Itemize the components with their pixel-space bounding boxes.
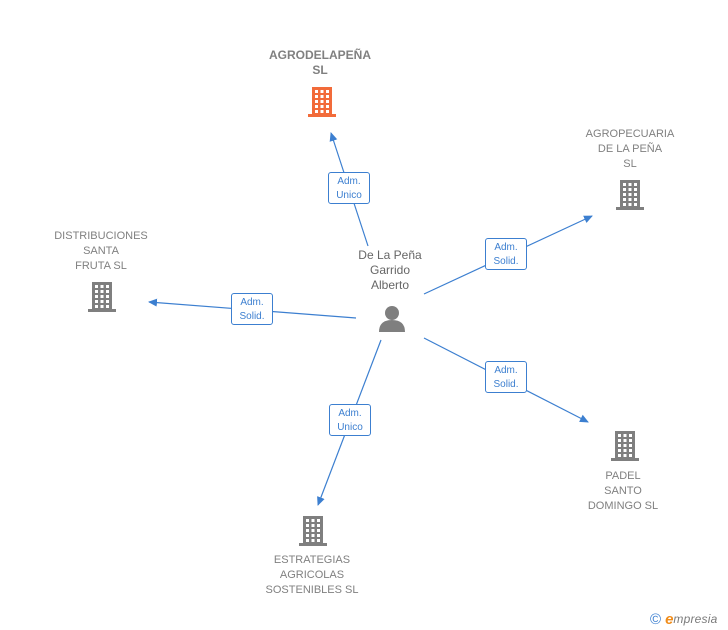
node-icons — [88, 87, 644, 546]
company-label-estrategias[interactable]: ESTRATEGIAS AGRICOLAS SOSTENIBLES SL — [265, 554, 359, 596]
company-label-padel[interactable]: PADEL SANTO DOMINGO SL — [587, 470, 659, 512]
brand-initial: e — [665, 610, 674, 628]
company-label-distribuciones[interactable]: DISTRIBUCIONES SANTA FRUTA SL — [54, 230, 148, 272]
company-label-agropecuaria[interactable]: AGROPECUARIA DE LA PEÑA SL — [585, 128, 675, 170]
person-label[interactable]: De La Peña Garrido Alberto — [358, 248, 422, 292]
relation-badge-agropecuaria[interactable]: Adm. Solid. — [485, 238, 527, 270]
relation-line1: Adm. — [494, 365, 518, 376]
brand-text: mpresia — [673, 612, 718, 626]
relation-line1: Adm. — [240, 297, 264, 308]
building-icon-padel[interactable] — [611, 431, 639, 461]
relation-badge-agrodelapena[interactable]: Adm. Unico — [328, 172, 370, 204]
building-icon-agrodelapena[interactable] — [308, 87, 336, 117]
relation-badge-padel[interactable]: Adm. Solid. — [485, 361, 527, 393]
relation-line1: Adm. — [337, 176, 361, 187]
relation-line2: Solid. — [493, 379, 519, 390]
company-label-agrodelapena[interactable]: AGRODELAPEÑA SL — [268, 48, 371, 77]
relation-line1: Adm. — [338, 408, 362, 419]
empresia-logo[interactable]: © e mpresia — [650, 610, 718, 628]
building-icon-estrategias[interactable] — [299, 516, 327, 546]
building-icon-distribuciones[interactable] — [88, 282, 116, 312]
building-icon-agropecuaria[interactable] — [616, 180, 644, 210]
relation-line2: Solid. — [239, 311, 265, 322]
relation-badge-distribuciones[interactable]: Adm. Solid. — [231, 293, 273, 325]
person-icon[interactable] — [379, 306, 405, 332]
relation-line2: Unico — [336, 190, 362, 201]
copyright-icon: © — [650, 610, 662, 628]
relation-line2: Solid. — [493, 256, 519, 267]
relation-badge-estrategias[interactable]: Adm. Unico — [329, 404, 371, 436]
relation-line2: Unico — [337, 422, 363, 433]
relation-line1: Adm. — [494, 242, 518, 253]
edges — [148, 132, 593, 506]
